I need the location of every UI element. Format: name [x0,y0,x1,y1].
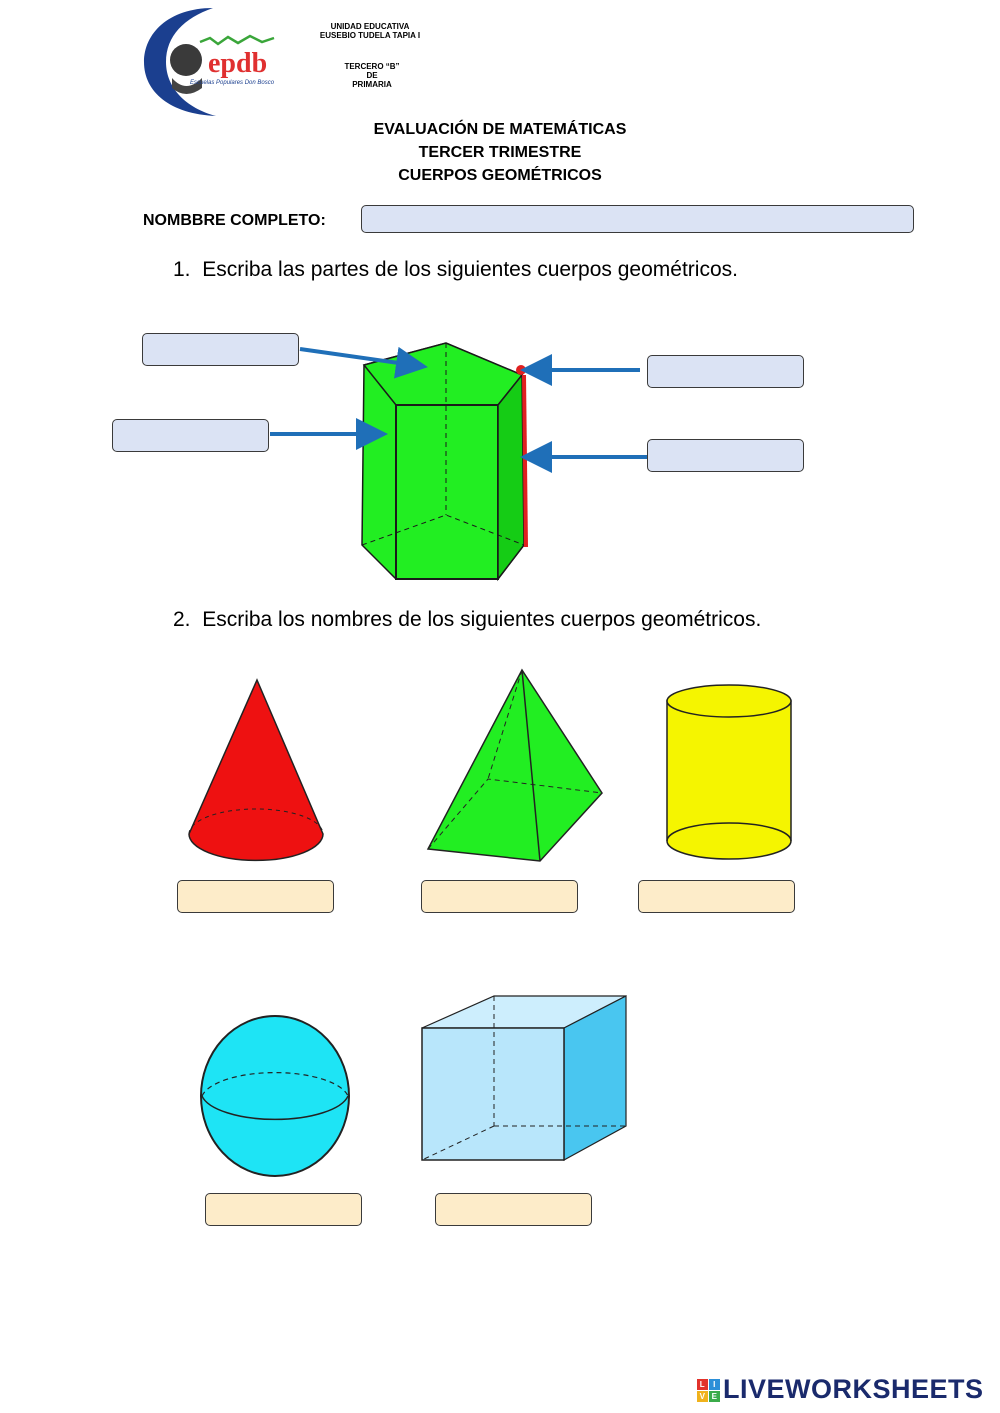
cone-icon [185,676,327,871]
logo-text: epdb [208,48,267,79]
pyramid-icon [422,665,607,870]
cube-icon [418,992,630,1164]
answer-cone-input[interactable] [177,880,334,913]
answer-vertex-input[interactable] [647,355,804,388]
liveworksheets-icon: L I V E [697,1379,720,1403]
cylinder-icon [664,683,794,863]
full-name-input[interactable] [361,205,914,233]
name-label: NOMBBRE COMPLETO: [143,212,326,229]
liveworksheets-logo: L I V E LIVEWORKSHEETS [697,1374,984,1405]
page-title: EVALUACIÓN DE MATEMÁTICAS TERCER TRIMEST… [373,121,627,184]
answer-lateral-face-input[interactable] [112,419,269,452]
answer-pyramid-input[interactable] [421,880,578,913]
answer-sphere-input[interactable] [205,1193,362,1226]
logo-subtext: Escuelas Populares Don Bosco [190,80,275,86]
school-name: UNIDAD EDUCATIVA EUSEBIO TUDELA TAPIA I [319,22,421,40]
answer-face-input[interactable] [142,333,299,366]
school-logo: epdb Escuelas Populares Don Bosco [138,4,288,119]
sphere-icon [198,1013,354,1179]
pentagonal-prism-figure [350,335,540,590]
answer-edge-input[interactable] [647,439,804,472]
answer-cube-input[interactable] [435,1193,592,1226]
question-1: 1. Escriba las partes de los siguientes … [173,258,738,281]
answer-cylinder-input[interactable] [638,880,795,913]
arrows [270,346,648,473]
grade-info: TERCERO “B” DE PRIMARIA [344,62,400,89]
arrow-face [299,346,428,379]
question-2: 2. Escriba los nombres de los siguientes… [173,608,762,631]
